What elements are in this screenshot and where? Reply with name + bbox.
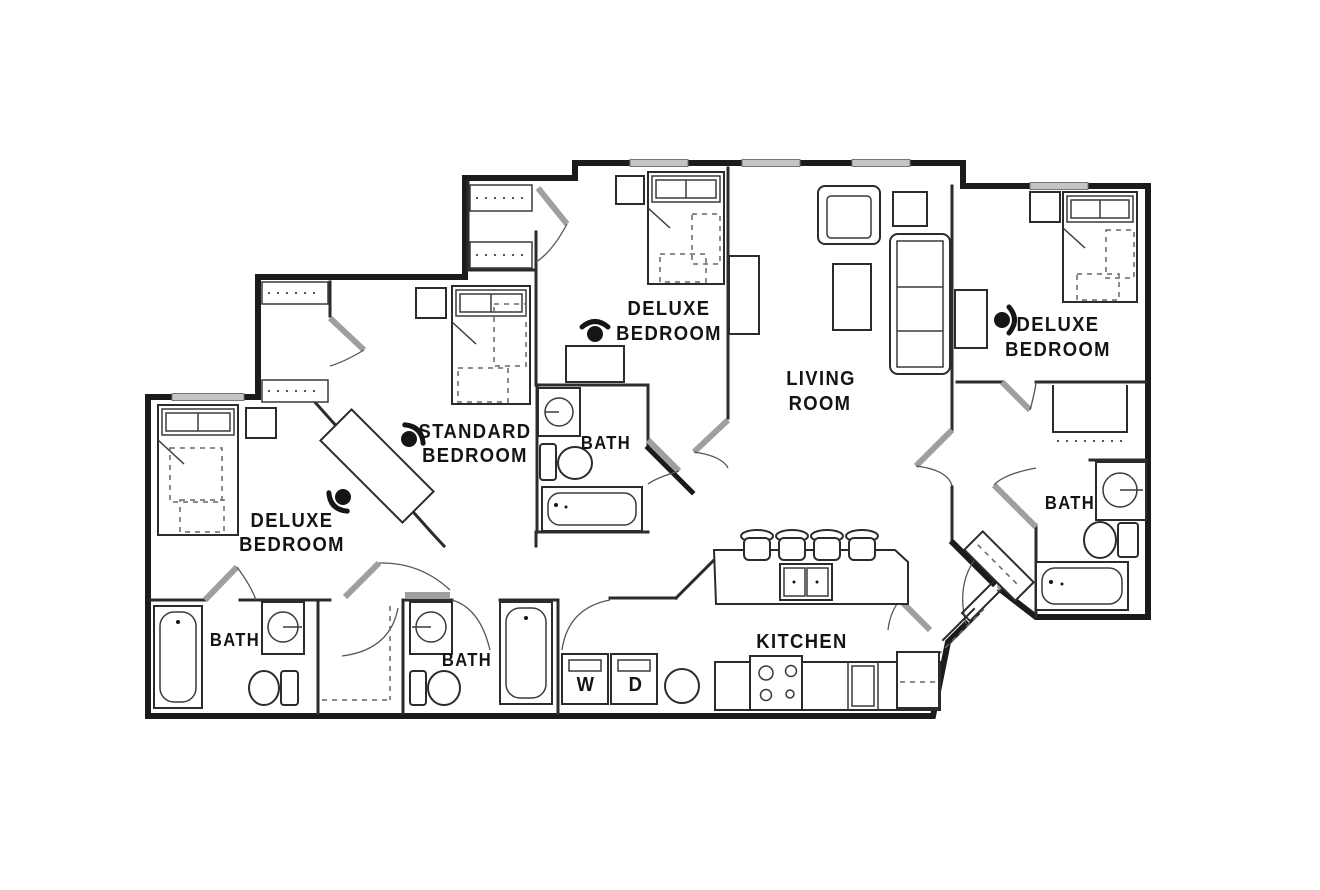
door-bedroom-middle (691, 417, 731, 469)
desk-chair-icon (326, 489, 351, 514)
stove-icon (749, 655, 803, 711)
windows (171, 159, 1089, 401)
door-bedroom-right (913, 427, 955, 487)
kitchen-sink-icon (779, 563, 833, 601)
desk-chair-icon (994, 304, 1017, 336)
utility-basin-icon (664, 668, 700, 704)
bed-icon (647, 171, 725, 285)
door-hall-closet (341, 607, 399, 657)
door-bedroom-left (342, 560, 451, 600)
desk-chair-icon (401, 422, 426, 447)
bar-stool-icon (740, 529, 879, 561)
bath-right-label: BATH (1044, 493, 1096, 513)
coffee-table-icon (832, 263, 872, 331)
toilet-icon (1083, 521, 1139, 559)
bathtub-icon (541, 486, 643, 532)
desk-chair-icon (579, 319, 611, 342)
armchair-icon (817, 185, 881, 245)
window-icon (1029, 182, 1089, 190)
outer-walls (145, 160, 1151, 719)
door-laundry (561, 599, 611, 651)
desk-icon (565, 345, 625, 383)
closets (261, 184, 1128, 701)
walkin-closet-shelves (469, 184, 533, 269)
living-room-line-1: LIVING (786, 368, 856, 390)
door-bath-middle-left (405, 592, 491, 651)
door-bath-middle (645, 437, 682, 485)
sink-icon (537, 387, 581, 437)
toilet-icon (539, 443, 593, 481)
bath-middle-left-label: BATH (441, 650, 493, 670)
deluxe-bedroom-middle-line-1: DELUXE (627, 298, 711, 320)
door-walkin-closet (535, 186, 570, 263)
window-icon (171, 393, 245, 401)
refrigerator-icon (896, 651, 940, 709)
entry-bench (962, 529, 1036, 603)
hall-closet-shelves (322, 606, 391, 701)
door-closet-right (999, 379, 1037, 413)
deluxe-bedroom-left-line-1: DELUXE (250, 510, 334, 532)
nightstand-icon (615, 175, 645, 205)
bathtub-icon (1035, 561, 1129, 611)
end-table-icon (892, 191, 928, 227)
bath-left-label: BATH (209, 630, 261, 650)
standard-bedroom-line-2: BEDROOM (422, 445, 528, 467)
standard-bedroom-line-1: STANDARD (418, 421, 532, 443)
entry-closet (937, 607, 986, 656)
desk-icon (954, 289, 988, 349)
right-closet-shelves (1052, 385, 1128, 442)
washer-icon (561, 653, 609, 705)
nightstand-icon (1029, 191, 1061, 223)
dryer-icon (610, 653, 658, 705)
dryer-label: D (628, 674, 644, 696)
door-bath-left (202, 564, 257, 603)
doors (202, 186, 1039, 657)
sink-icon (261, 601, 305, 655)
toilet-icon (248, 670, 299, 706)
sink-icon (409, 601, 453, 655)
deluxe-bedroom-right-line-1: DELUXE (1016, 314, 1100, 336)
washer-label: W (576, 674, 596, 696)
kitchen-label: KITCHEN (756, 631, 848, 653)
door-bath-right (991, 467, 1039, 530)
desk-icon (319, 408, 435, 524)
bed-icon (1062, 191, 1138, 303)
toilet-icon (409, 670, 461, 706)
bed-icon (451, 285, 531, 405)
window-icon (629, 159, 689, 167)
deluxe-bedroom-middle-line-2: BEDROOM (616, 323, 722, 345)
nightstand-icon (245, 407, 277, 439)
door-standard-closet (327, 315, 367, 367)
window-icon (741, 159, 801, 167)
deluxe-bedroom-right-line-2: BEDROOM (1005, 339, 1111, 361)
deluxe-bedroom-left-line-2: BEDROOM (239, 534, 345, 556)
bathtub-icon (499, 601, 553, 705)
bed-icon (157, 404, 239, 536)
tv-console-icon (728, 255, 760, 335)
bathtub-icon (153, 605, 203, 709)
sofa-icon (889, 233, 951, 375)
window-icon (851, 159, 911, 167)
living-room-line-2: ROOM (788, 393, 852, 415)
nightstand-icon (415, 287, 447, 319)
bath-middle-label: BATH (580, 433, 632, 453)
sink-icon (1095, 461, 1147, 521)
standard-closet-shelves (261, 281, 329, 403)
